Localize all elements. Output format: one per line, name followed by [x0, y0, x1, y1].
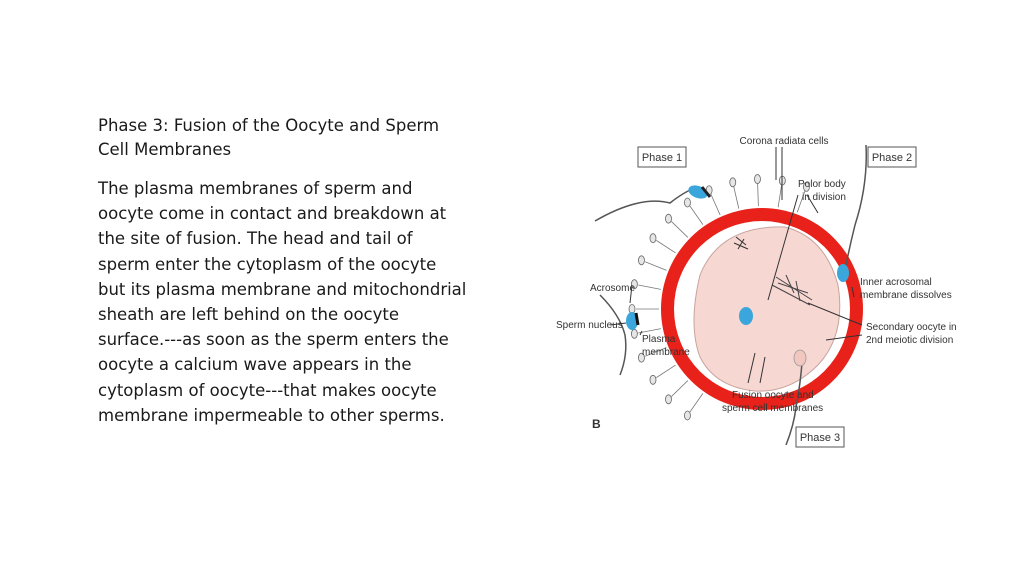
phase-2-box: [867, 146, 917, 168]
slide-heading: Phase 3: Fusion of the Oocyte and Sperm …: [98, 114, 518, 162]
slide-body: The plasma membranes of sperm and oocyte…: [98, 176, 518, 428]
corona-cell: [665, 213, 672, 224]
sperm-head-left: [626, 312, 638, 330]
phase-1-box: [637, 146, 687, 168]
corona-cell-stalk: [671, 380, 689, 397]
phase-1-label: Phase 1: [642, 152, 682, 164]
label-acrosome: Acrosome: [590, 283, 635, 294]
label-plasma-1: Plasma: [642, 334, 676, 345]
body-line: oocyte come in contact and breakdown at: [98, 204, 447, 224]
corona-cell: [684, 197, 691, 208]
corona-cell-stalk: [656, 364, 676, 378]
meiotic-spindle: [771, 274, 813, 306]
label-inner-1: Inner acrosomal: [860, 277, 932, 288]
label-fusion-1: Fusion oocyte and: [732, 390, 814, 401]
corona-cell: [803, 181, 810, 192]
corona-cell-stalk: [796, 190, 806, 213]
corona-cell-stalk: [645, 261, 667, 271]
body-line: surface.---as soon as the sperm enters t…: [98, 330, 449, 350]
heading-line: Phase 3: Fusion of the Oocyte and Sperm: [98, 116, 440, 135]
phase-2-label: Phase 2: [872, 152, 912, 164]
sperm-tail-phase1: [594, 189, 691, 222]
label-sperm-nucleus: Sperm nucleus: [556, 320, 623, 331]
corona-cell: [754, 174, 761, 184]
corona-cell-stalk: [689, 205, 704, 225]
heading-line: Cell Membranes: [98, 140, 232, 159]
corona-cell: [649, 374, 657, 385]
corona-cell-stalk: [638, 284, 661, 290]
label-corona: Corona radiata cells: [740, 136, 829, 147]
corona-cell-stalk: [645, 347, 667, 357]
sperm-head-phase2: [837, 264, 849, 282]
phase-3-box: [795, 426, 845, 448]
corona-cell-stalk: [689, 393, 704, 413]
body-line: sheath are left behind on the oocyte: [98, 305, 399, 325]
label-inner-2: membrane dissolves: [860, 290, 952, 301]
body-line: but its plasma membrane and mitochondria…: [98, 279, 467, 299]
corona-cell-stalk: [656, 240, 676, 254]
body-line: membrane impermeable to other sperms.: [98, 405, 445, 425]
corona-cell: [649, 233, 657, 244]
sperm-acrosome-phase1: [700, 186, 712, 198]
corona-cell: [729, 177, 737, 188]
label-fusion-2: sperm cell membranes: [722, 403, 823, 414]
corona-cell: [630, 328, 638, 339]
corona-cell: [630, 279, 638, 290]
fertilization-diagram: Phase 1 Phase 2 Phase 3 Corona: [550, 125, 970, 455]
corona-cell-stalk: [710, 193, 721, 216]
label-polar-2: in division: [802, 192, 846, 203]
phase-3-label: Phase 3: [800, 432, 840, 444]
polar-body: [733, 236, 749, 250]
sperm-acrosome-left: [634, 312, 640, 326]
corona-cell-stalk: [638, 328, 661, 334]
label-plasma-2: membrane: [642, 347, 690, 358]
label-polar-1: Polor body: [798, 179, 846, 190]
fused-sperm-midpiece: [793, 349, 807, 367]
corona-cell-stalk: [671, 221, 689, 238]
diagram-svg: Phase 1 Phase 2 Phase 3 Corona: [556, 136, 957, 448]
oocyte-cytoplasm: [693, 226, 841, 392]
corona-radiata-cells: [628, 174, 810, 421]
corona-cell: [638, 352, 645, 363]
sperm-head-fused: [739, 307, 753, 325]
label-secondary-1: Secondary oocyte in: [866, 322, 957, 333]
corona-cell: [665, 394, 672, 405]
body-line: cytoplasm of oocyte---that makes oocyte: [98, 380, 437, 400]
corona-cell-stalk: [733, 186, 740, 209]
corona-cell: [684, 410, 691, 421]
sperm-tail-left: [599, 294, 627, 376]
leader-lines: [609, 147, 863, 384]
sperm-tail-fused: [785, 362, 803, 446]
sperm-tail-phase2: [845, 144, 867, 266]
corona-cell-stalk: [757, 183, 759, 207]
body-line: The plasma membranes of sperm and: [98, 179, 413, 198]
corona-cell-stalk: [777, 184, 783, 208]
body-line: oocyte a calcium wave appears in the: [98, 355, 412, 375]
body-line: sperm enter the cytoplasm of the oocyte: [98, 254, 437, 274]
label-secondary-2: 2nd meiotic division: [866, 335, 953, 346]
corona-cell: [638, 255, 645, 266]
body-line: the site of fusion. The head and tail of: [98, 229, 413, 249]
panel-letter: B: [592, 417, 601, 431]
text-block: Phase 3: Fusion of the Oocyte and Sperm …: [98, 114, 518, 428]
